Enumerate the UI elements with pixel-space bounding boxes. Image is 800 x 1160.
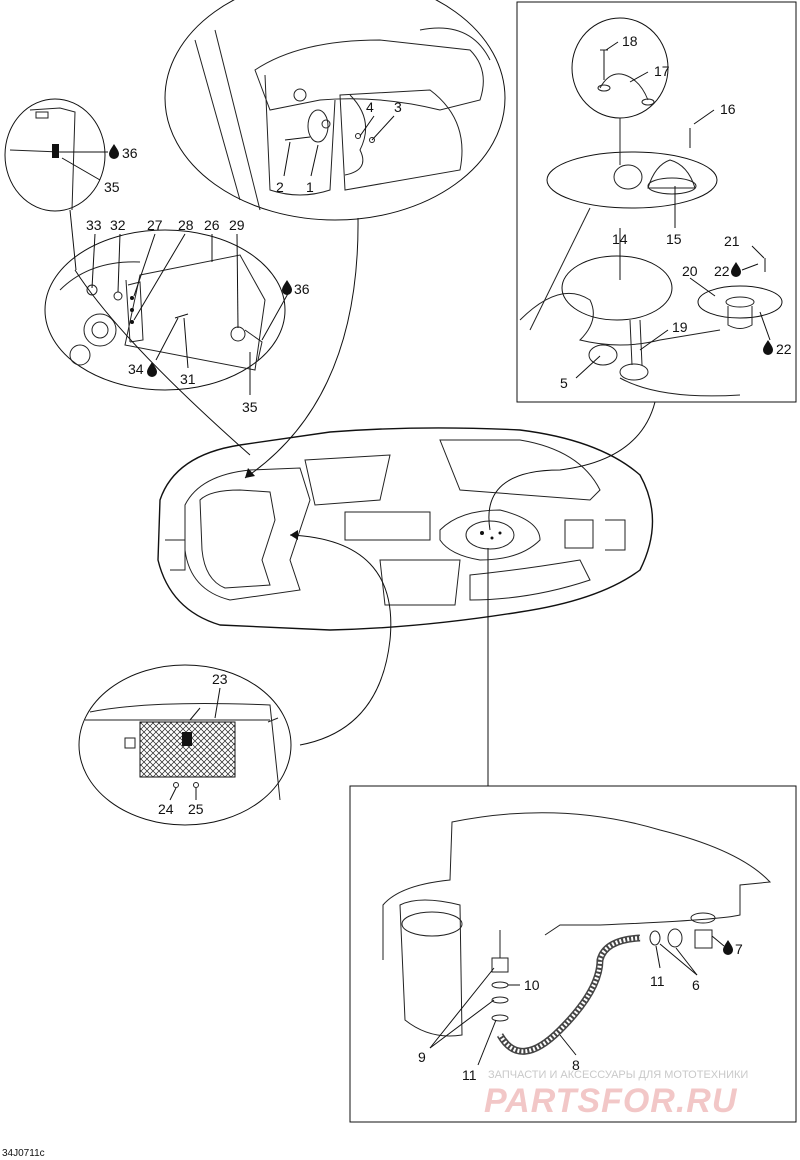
- oil-drop-icon: [109, 144, 119, 159]
- callout-27: 27: [147, 217, 163, 233]
- callout-4: 4: [366, 99, 374, 115]
- callout-28: 28: [178, 217, 194, 233]
- callout-9: 9: [418, 1049, 426, 1065]
- callout-32: 32: [110, 217, 126, 233]
- detail-circle-small-left: [4, 98, 106, 212]
- callout-17: 17: [654, 63, 670, 79]
- callouts-left: 33 32 27 28 26 29 36 34 31 35: [86, 217, 310, 415]
- callout-23: 23: [212, 671, 228, 687]
- callout-29: 29: [229, 217, 245, 233]
- callout-11-b: 11: [462, 1067, 477, 1083]
- callout-36-a: 36: [122, 145, 138, 161]
- callout-2: 2: [276, 179, 284, 195]
- callouts-bottom-left: 23 24 25: [158, 671, 228, 817]
- callout-31: 31: [180, 371, 196, 387]
- diagram-code: 34J0711c: [2, 1148, 45, 1159]
- callout-16: 16: [720, 101, 736, 117]
- leader-lines: [74, 217, 656, 786]
- callout-26: 26: [204, 217, 220, 233]
- callout-36-b: 36: [294, 281, 310, 297]
- callout-11-a: 11: [650, 973, 665, 989]
- oil-drop-icon: [147, 362, 157, 377]
- callout-10: 10: [524, 977, 540, 993]
- callout-14: 14: [612, 231, 628, 247]
- callout-24: 24: [158, 801, 174, 817]
- callout-8: 8: [572, 1057, 580, 1073]
- callout-20: 20: [682, 263, 698, 279]
- callouts-bottom-right: 10 9 11 8 11 6 7: [418, 935, 743, 1083]
- callout-18: 18: [622, 33, 638, 49]
- callout-1: 1: [306, 179, 314, 195]
- callout-15: 15: [666, 231, 682, 247]
- callout-7: 7: [735, 941, 743, 957]
- detail-box-bottom-right: [349, 785, 797, 1123]
- watermark-line2: PARTSFOR.RU: [484, 1082, 738, 1120]
- detail-circle-top: [164, 0, 506, 221]
- detail-box-right: [516, 1, 797, 403]
- callout-34: 34: [128, 361, 144, 377]
- callout-5: 5: [560, 375, 568, 391]
- detail-circle-bottom-left: [78, 664, 292, 826]
- callout-6: 6: [692, 977, 700, 993]
- oil-drop-icon: [731, 262, 741, 277]
- oil-drop-icon: [282, 280, 292, 295]
- callout-3: 3: [394, 99, 402, 115]
- watermark: ЗАПЧАСТИ И АКСЕССУАРЫ ДЛЯ МОТОТЕХНИКИ PA…: [484, 1069, 748, 1120]
- watermark-line1: ЗАПЧАСТИ И АКСЕССУАРЫ ДЛЯ МОТОТЕХНИКИ: [488, 1069, 748, 1081]
- detail-circle-left: [44, 229, 286, 391]
- callout-33: 33: [86, 217, 102, 233]
- callout-35-b: 35: [242, 399, 258, 415]
- callout-35-a: 35: [104, 179, 120, 195]
- callout-25: 25: [188, 801, 204, 817]
- callouts-right: 18 17 16 14 15 21 20 22 19 22 5: [560, 33, 792, 391]
- boat-hull-overview: [157, 427, 654, 631]
- callouts-small-left: 36 35: [60, 144, 138, 271]
- callout-22-a: 22: [714, 263, 730, 279]
- callout-19: 19: [672, 319, 688, 335]
- callouts-top: 4 3 2 1: [276, 99, 402, 195]
- callout-21: 21: [724, 233, 740, 249]
- oil-drop-icon: [763, 340, 773, 355]
- oil-drop-icon: [723, 940, 733, 955]
- callout-22-b: 22: [776, 341, 792, 357]
